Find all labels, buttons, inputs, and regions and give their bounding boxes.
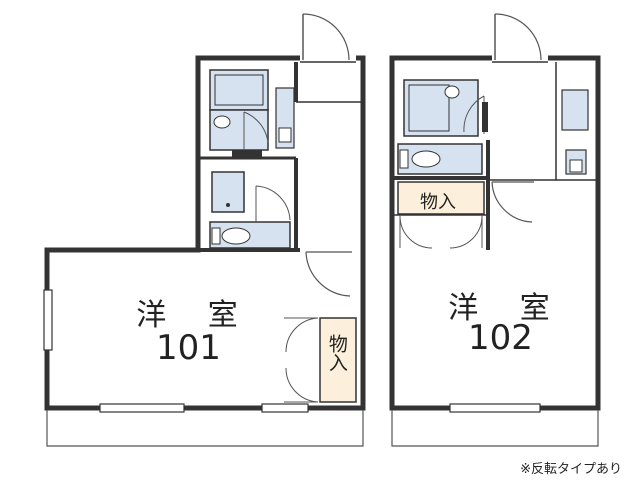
toilet-icon bbox=[411, 150, 441, 168]
unit-101 bbox=[43, 13, 366, 447]
bathtub-icon bbox=[226, 203, 230, 207]
toilet-icon bbox=[221, 227, 251, 245]
door-swing-icon bbox=[255, 185, 291, 222]
unit-102-balcony bbox=[391, 410, 599, 447]
unit-101-closet bbox=[319, 317, 357, 403]
washer-icon bbox=[569, 159, 583, 173]
toilet-icon bbox=[482, 102, 488, 132]
sink-icon bbox=[209, 109, 269, 151]
window-icon bbox=[99, 403, 185, 413]
washer-icon bbox=[278, 127, 292, 143]
sink-icon bbox=[213, 115, 231, 129]
toilet-icon bbox=[211, 227, 221, 245]
door-swing-icon bbox=[243, 111, 269, 150]
bathtub-icon bbox=[214, 74, 264, 106]
door-swing-icon bbox=[284, 317, 319, 353]
door-swing-icon bbox=[305, 251, 352, 297]
washer-icon bbox=[561, 89, 589, 131]
unit-101-room-label: 洋 室 bbox=[128, 290, 248, 334]
unit-102 bbox=[389, 13, 601, 447]
door-swing-icon bbox=[302, 13, 350, 61]
bathtub-icon bbox=[209, 69, 269, 111]
unit-102-closet bbox=[397, 181, 485, 215]
room-label-text: 洋 室 bbox=[448, 291, 552, 326]
reverse-type-footnote: ※反転タイプあり bbox=[520, 462, 622, 477]
door-swing-icon bbox=[399, 215, 433, 249]
unit-102-entrance-gap bbox=[492, 52, 548, 62]
unit-101-closet-label: 物入 bbox=[325, 334, 348, 372]
unit-102-closet-label: 物入 bbox=[420, 192, 456, 213]
unit-101-balcony bbox=[46, 410, 364, 447]
unit-102-room-label: 洋 室 bbox=[440, 283, 560, 327]
unit-101-room-number: 101 bbox=[156, 328, 221, 368]
room-label-text: 洋 室 bbox=[136, 298, 240, 333]
toilet-icon bbox=[232, 150, 262, 158]
window-icon bbox=[43, 289, 53, 351]
bathtub-icon bbox=[408, 84, 450, 132]
door-swing-icon bbox=[449, 215, 483, 249]
toilet-icon bbox=[399, 149, 409, 169]
unit-102-room-number: 102 bbox=[468, 318, 533, 358]
sink-icon bbox=[444, 85, 460, 99]
unit-101-outer-wall bbox=[44, 55, 366, 411]
bathtub-icon bbox=[403, 79, 479, 137]
door-swing-icon bbox=[494, 13, 542, 61]
window-icon bbox=[449, 403, 541, 413]
door-swing-icon bbox=[284, 367, 319, 403]
unit-101-entrance-gap bbox=[300, 52, 356, 62]
door-swing-icon bbox=[491, 181, 534, 223]
window-icon bbox=[261, 403, 309, 413]
